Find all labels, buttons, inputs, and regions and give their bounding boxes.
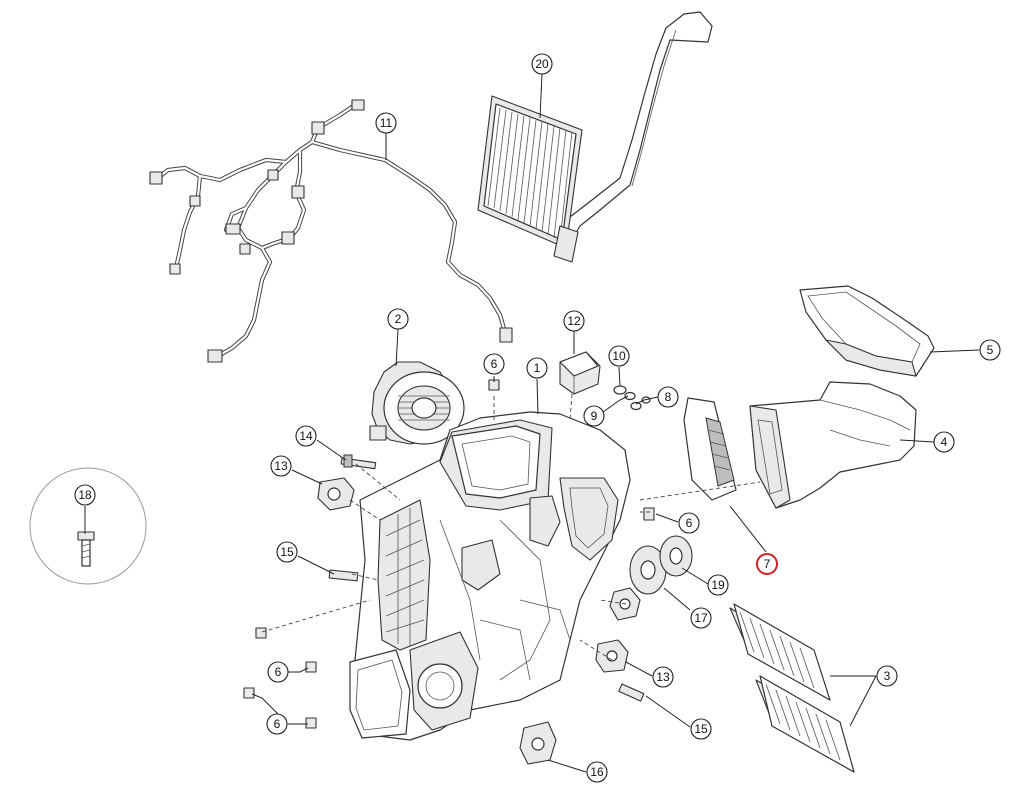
callout-4: 4 [933, 431, 955, 453]
svg-text:7: 7 [764, 557, 771, 571]
foam-seals [629, 535, 693, 595]
actuator-13-left [317, 477, 355, 511]
svg-text:13: 13 [274, 459, 288, 473]
actuator-13-right [595, 639, 629, 673]
svg-text:14: 14 [299, 429, 313, 443]
svg-text:16: 16 [590, 765, 604, 779]
svg-text:5: 5 [987, 343, 994, 357]
callout-17: 17 [690, 607, 712, 629]
callout-18: 18 [74, 484, 96, 506]
hvac-housing [349, 411, 631, 741]
svg-text:15: 15 [280, 545, 294, 559]
svg-text:3: 3 [884, 669, 891, 683]
assembly-lines [261, 393, 761, 661]
svg-text:12: 12 [567, 314, 581, 328]
sensor-15-right [618, 683, 645, 702]
callout-6: 6 [483, 353, 505, 375]
svg-text:20: 20 [535, 57, 549, 71]
callout-6: 6 [267, 661, 289, 683]
sensor-15-left [328, 569, 359, 582]
actuator-16 [519, 721, 557, 765]
heater-core [477, 11, 713, 263]
callout-19: 19 [707, 574, 729, 596]
control-module [559, 351, 601, 395]
callout-7-highlighted: 7 [756, 553, 778, 575]
callout-12: 12 [563, 310, 585, 332]
callout-8: 8 [657, 386, 679, 408]
filter-frame [683, 397, 737, 501]
svg-text:11: 11 [380, 116, 393, 130]
callout-9: 9 [583, 405, 605, 427]
callout-2: 2 [387, 308, 409, 330]
svg-text:6: 6 [274, 717, 281, 731]
svg-text:18: 18 [78, 488, 92, 502]
svg-text:13: 13 [656, 670, 670, 684]
callout-10: 10 [608, 345, 630, 367]
callout-14: 14 [295, 425, 317, 447]
callout-15: 15 [690, 718, 712, 740]
clip-parts [243, 379, 655, 729]
callout-13: 13 [270, 455, 292, 477]
callout-15: 15 [276, 541, 298, 563]
callout-3: 3 [876, 665, 898, 687]
o-rings [613, 385, 651, 411]
callout-13: 13 [652, 666, 674, 688]
svg-text:9: 9 [591, 409, 598, 423]
svg-text:17: 17 [694, 611, 708, 625]
svg-text:8: 8 [665, 390, 672, 404]
callout-11: 11 [375, 112, 397, 134]
svg-text:6: 6 [686, 516, 693, 530]
svg-text:10: 10 [612, 349, 626, 363]
svg-text:1: 1 [534, 361, 541, 375]
callout-16: 16 [586, 761, 608, 783]
svg-text:4: 4 [941, 435, 948, 449]
bolt-inset [29, 467, 147, 585]
callout-6: 6 [678, 512, 700, 534]
svg-text:6: 6 [275, 665, 282, 679]
svg-text:6: 6 [491, 357, 498, 371]
cabin-filters [729, 603, 855, 773]
air-duct [749, 381, 917, 509]
svg-text:2: 2 [395, 312, 402, 326]
sensor-14 [340, 454, 377, 470]
callout-1: 1 [526, 357, 548, 379]
callout-6: 6 [266, 713, 288, 735]
svg-text:19: 19 [711, 578, 725, 592]
wiring-harness [149, 99, 513, 363]
callout-5: 5 [979, 339, 1001, 361]
svg-text:15: 15 [694, 722, 708, 736]
top-duct [799, 285, 935, 377]
callouts: 20 11 2 12 6 1 10 8 9 5 4 14 13 18 6 7 1… [74, 53, 1001, 783]
callout-20: 20 [531, 53, 553, 75]
blower-motor [369, 361, 465, 445]
